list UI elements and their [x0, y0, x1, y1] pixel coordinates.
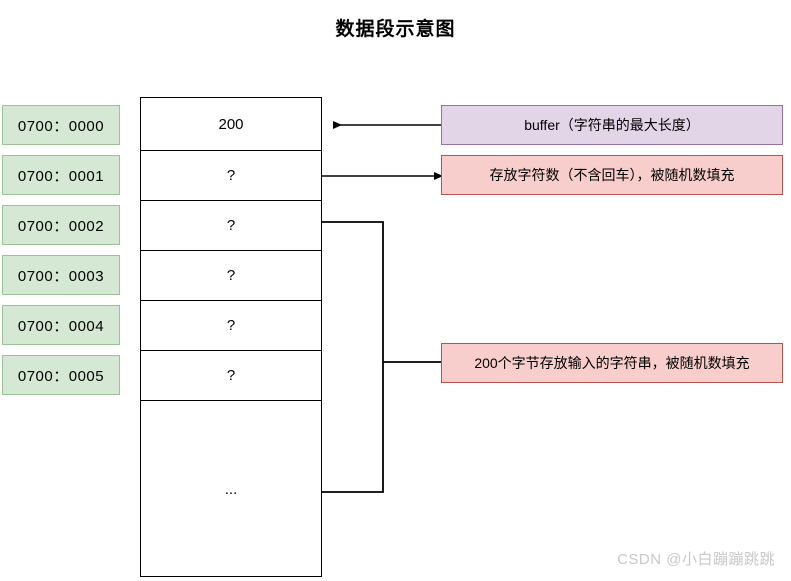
address-label-0: 0700：0000	[2, 105, 120, 145]
page-title: 数据段示意图	[335, 19, 456, 40]
memory-cell-3: ?	[141, 251, 321, 301]
address-label-2: 0700：0002	[2, 205, 120, 245]
address-label-5: 0700：0005	[2, 355, 120, 395]
note-string-bytes: 200个字节存放输入的字符串，被随机数填充	[441, 343, 783, 383]
memory-cell-1: ?	[141, 151, 321, 201]
memory-table: 200 ? ? ? ? ? ...	[140, 97, 322, 577]
memory-cell-2: ?	[141, 201, 321, 251]
memory-cell-0: 200	[141, 98, 321, 151]
note-char-count: 存放字符数（不含回车），被随机数填充	[441, 155, 783, 195]
memory-cell-5: ?	[141, 351, 321, 401]
address-label-3: 0700：0003	[2, 255, 120, 295]
address-label-1: 0700：0001	[2, 155, 120, 195]
connector-bracket	[322, 221, 384, 493]
note-buffer: buffer（字符串的最大长度）	[441, 105, 783, 145]
address-label-4: 0700：0004	[2, 305, 120, 345]
memory-cell-4: ?	[141, 301, 321, 351]
watermark: CSDN @小白蹦蹦跳跳	[617, 551, 775, 568]
memory-cell-ellipsis: ...	[224, 481, 238, 498]
